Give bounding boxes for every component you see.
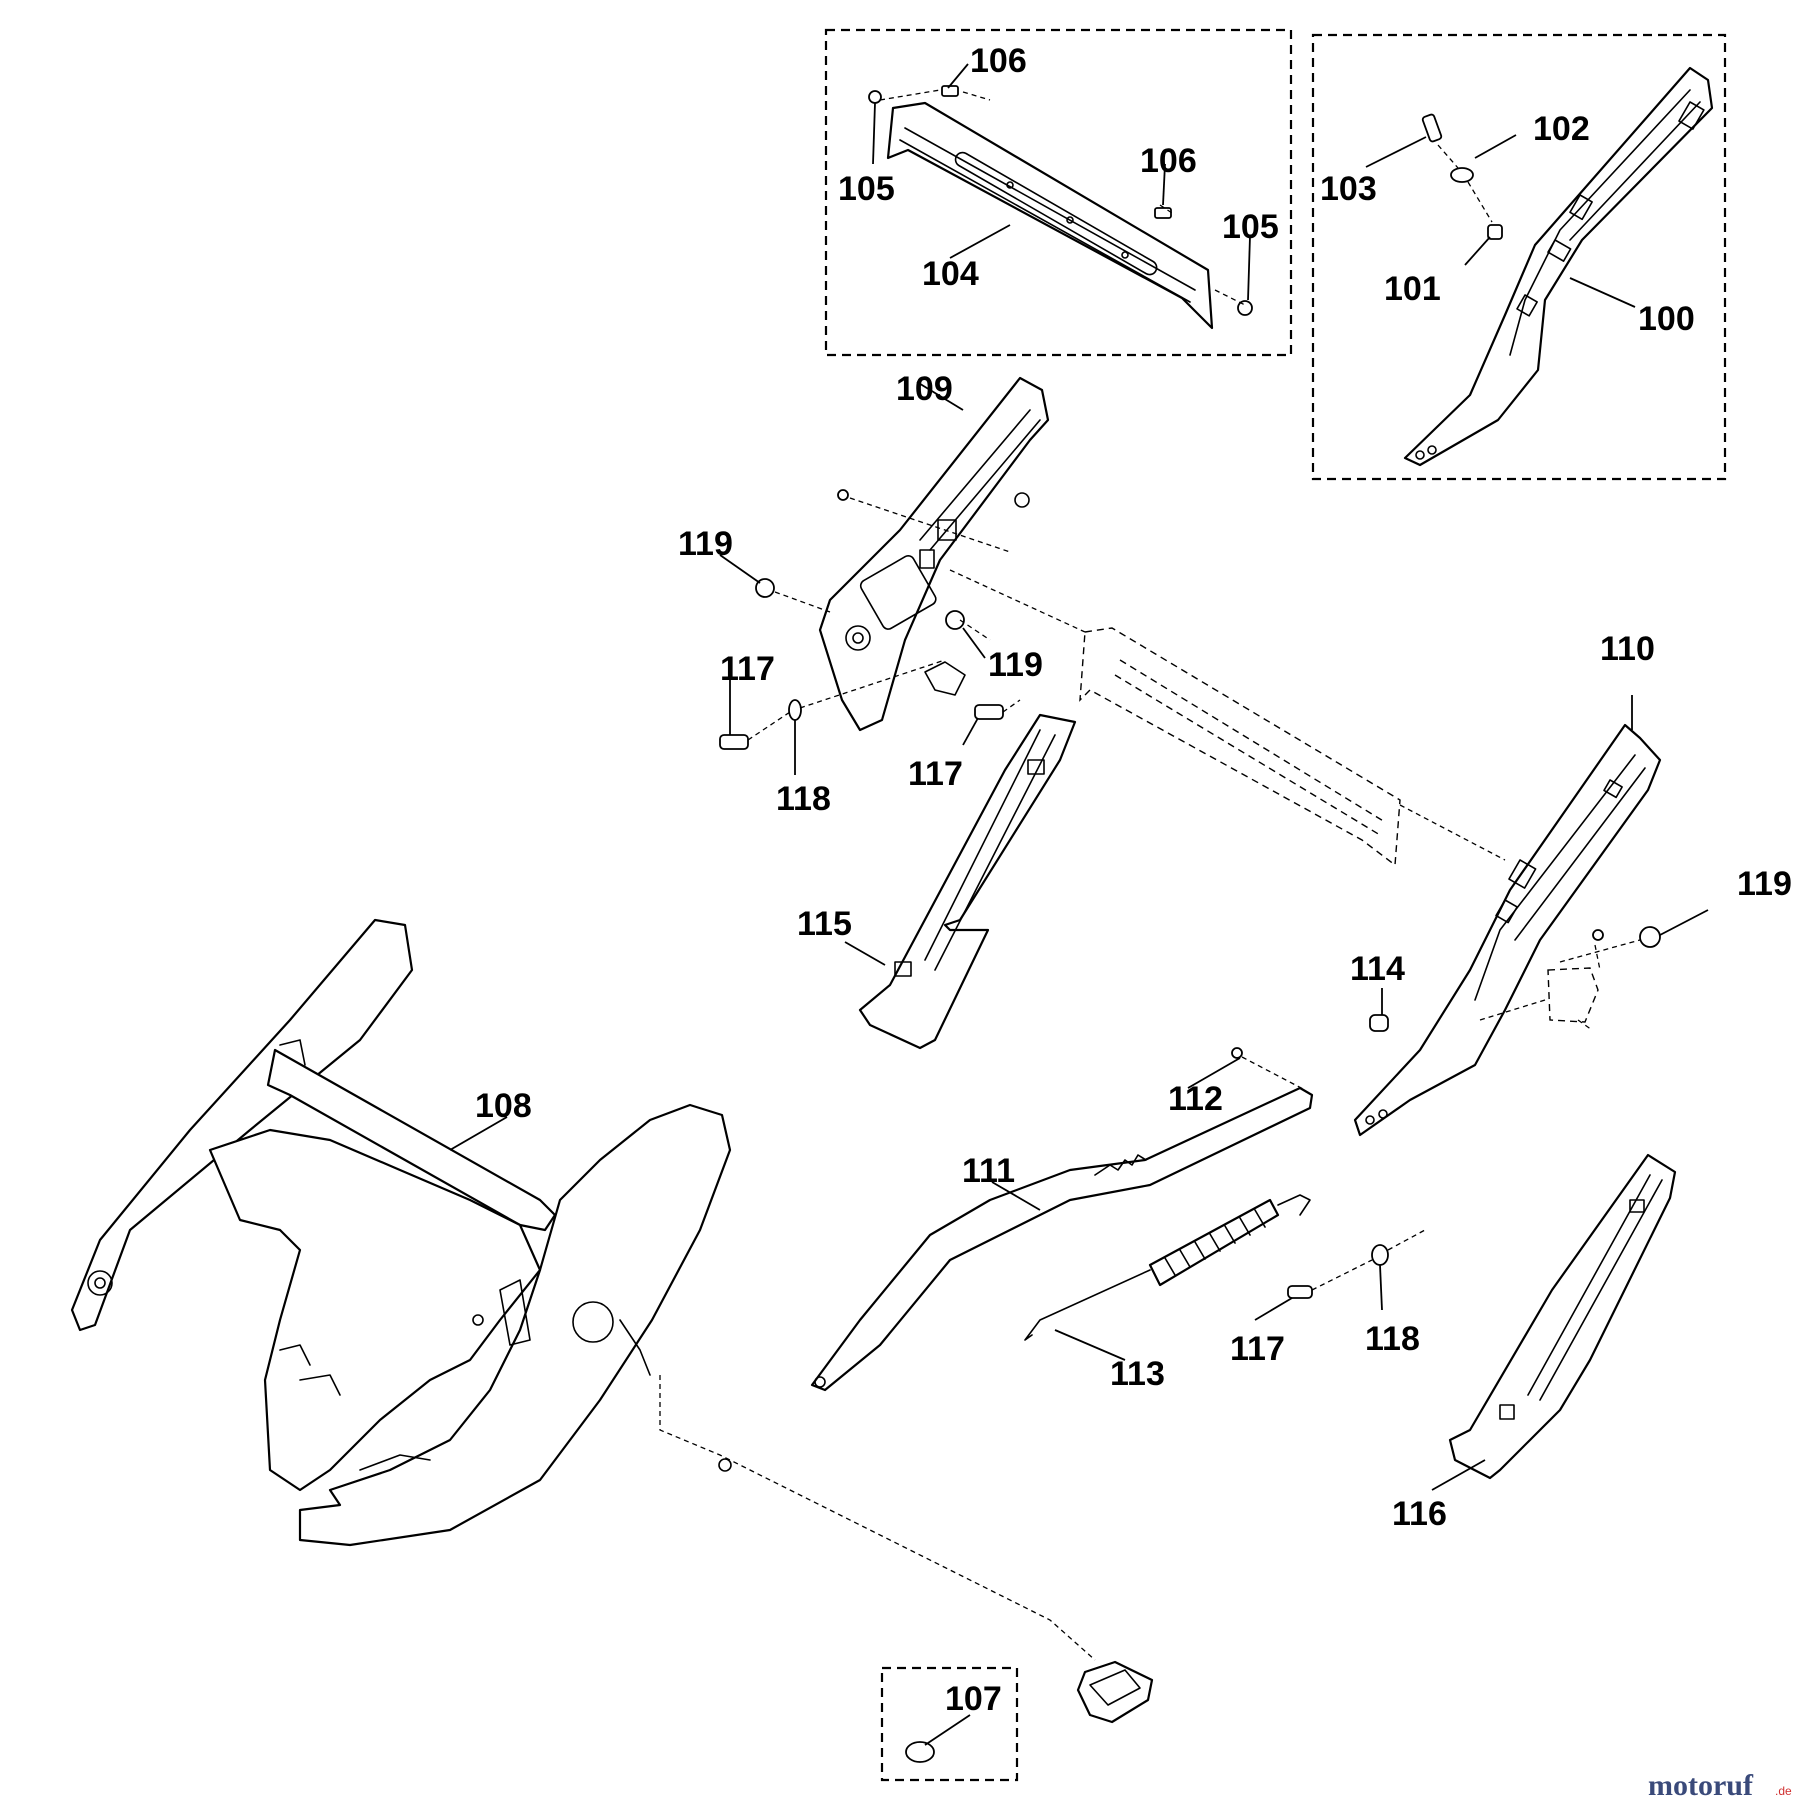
kit-box-104 — [824, 28, 1293, 357]
callout-108: 108 — [475, 1087, 532, 1125]
watermark-logo: motoruf .de — [1648, 1769, 1792, 1800]
callout-117-left: 117 — [720, 650, 775, 688]
callout-109: 109 — [896, 370, 953, 408]
part-108-main-frame — [70, 918, 1096, 1661]
callout-106-top: 106 — [970, 42, 1027, 80]
callout-105-left: 105 — [838, 170, 895, 208]
part-116-lower-right-tube — [1448, 1153, 1677, 1480]
part-112-pin — [1231, 1047, 1306, 1091]
callout-103: 103 — [1320, 170, 1377, 208]
part-111-rack-bar — [810, 1086, 1314, 1392]
callout-119-mid: 119 — [988, 646, 1043, 684]
watermark-suffix: .de — [1775, 1784, 1792, 1798]
fasteners-109-group — [719, 489, 1021, 750]
part-110-right-side-plate — [1353, 723, 1662, 1137]
ghost-bracket-bar — [949, 569, 1506, 867]
callout-107: 107 — [945, 1680, 1002, 1718]
callout-104: 104 — [922, 255, 979, 293]
callout-110: 110 — [1600, 630, 1655, 668]
kit-box-107 — [880, 1666, 1019, 1782]
fasteners-spring-group — [1287, 1229, 1426, 1299]
callout-118-left: 118 — [776, 780, 831, 818]
callout-105-right: 105 — [1222, 208, 1279, 246]
fasteners-110-group — [1369, 926, 1661, 1032]
callout-114: 114 — [1350, 950, 1405, 988]
callout-116: 116 — [1392, 1495, 1447, 1533]
callout-118-right: 118 — [1365, 1320, 1420, 1358]
leader-lines — [449, 63, 1709, 1746]
callout-117-right: 117 — [1230, 1330, 1285, 1368]
callout-113: 113 — [1110, 1355, 1165, 1393]
part-109-left-side-plate — [818, 376, 1050, 732]
part-115-lower-left-tube — [858, 713, 1077, 1050]
part-100-handle-bar — [1403, 66, 1714, 467]
callout-106-mid: 106 — [1140, 142, 1197, 180]
callout-115: 115 — [797, 905, 852, 943]
part-113-spring-rod — [1024, 1194, 1311, 1341]
callout-101: 101 — [1384, 270, 1441, 308]
kit-box-100 — [1311, 33, 1727, 481]
fasteners-104-group — [868, 85, 1253, 316]
callout-111: 111 — [962, 1152, 1015, 1190]
callout-102: 102 — [1533, 110, 1590, 148]
callout-119-left: 119 — [678, 525, 733, 563]
callout-119-right: 119 — [1737, 865, 1792, 903]
watermark-name: motoruf — [1648, 1769, 1754, 1800]
callout-117-mid: 117 — [908, 755, 963, 793]
callout-112: 112 — [1168, 1080, 1223, 1118]
part-104-bracket-bar — [886, 101, 1214, 330]
fasteners-100-group — [1421, 113, 1503, 240]
part-107-knob — [905, 1660, 1154, 1763]
callout-100: 100 — [1638, 300, 1695, 338]
